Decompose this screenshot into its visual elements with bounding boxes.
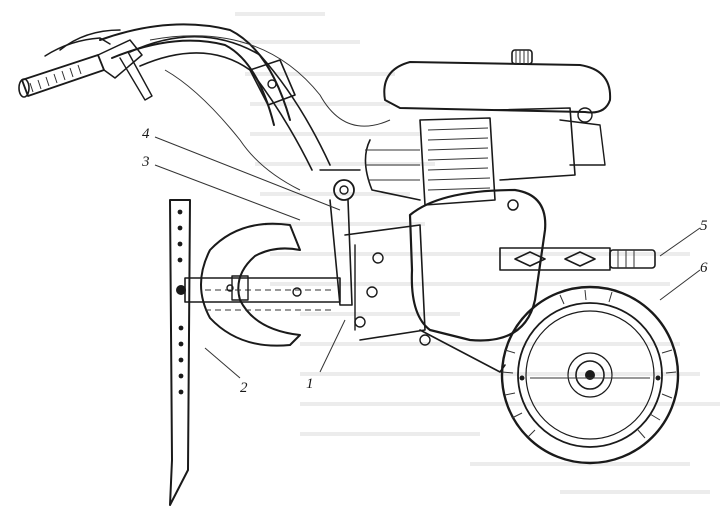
transmission-housing (319, 169, 547, 373)
axle-bracket (499, 247, 656, 271)
leader-lines (154, 136, 701, 379)
callout-6: 6 (700, 260, 708, 276)
callout-5: 5 (700, 218, 708, 234)
bleed-through-text (235, 12, 720, 494)
depth-stake (169, 199, 191, 506)
callout-1: 1 (306, 376, 314, 392)
callout-4: 4 (142, 126, 150, 142)
tiller-hood (184, 222, 341, 347)
leader-4 (154, 136, 341, 211)
leader-2 (204, 347, 241, 379)
engine-block (364, 49, 612, 206)
leader-1 (319, 319, 346, 373)
callouts: 1 2 3 4 5 6 (141, 126, 708, 396)
handlebar-assembly (18, 23, 391, 191)
leader-5 (659, 227, 701, 257)
callout-3: 3 (141, 154, 150, 170)
transport-wheel (500, 285, 680, 465)
callout-2: 2 (240, 380, 248, 396)
leader-3 (154, 164, 301, 221)
leader-6 (659, 269, 701, 301)
